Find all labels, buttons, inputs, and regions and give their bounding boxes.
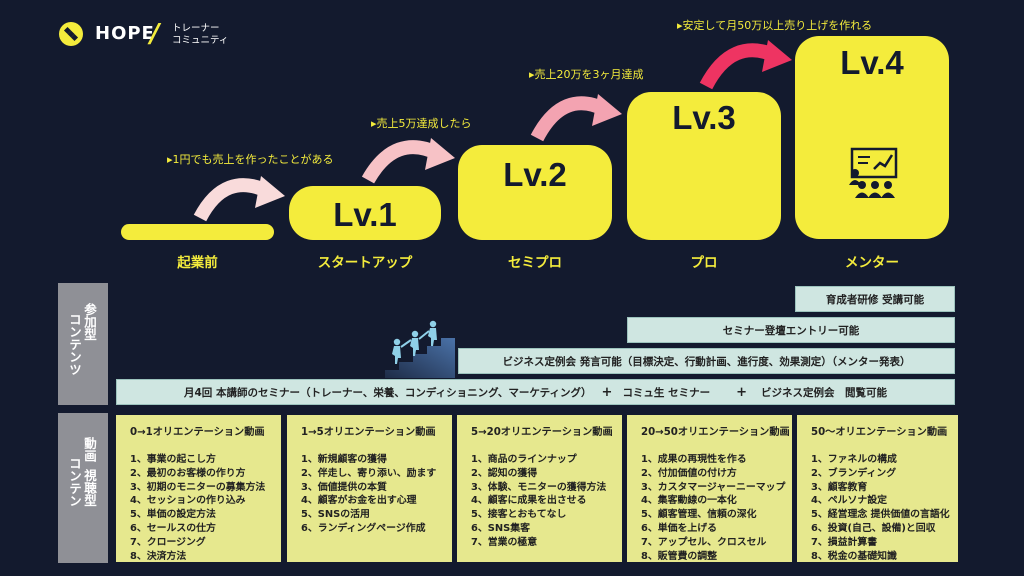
list-item: 3、初期のモニターの募集方法 [130,481,266,493]
list-item: 4、顧客に成果を出させる [471,495,587,507]
level-4-label: Lv.4 [840,44,904,81]
list-item: 8、販管費の調整 [641,550,717,562]
arrow-head-3 [592,94,622,126]
list-item: 7、営業の極意 [471,536,538,548]
list-item: 3、顧客教育 [811,481,868,493]
list-item: 7、クロージング [130,536,206,548]
stage-label-startup: スタートアップ [317,255,413,271]
list-item: 4、顧客がお金を出す心理 [301,495,417,507]
level-1-box: Lv.1 [289,186,441,240]
milestone-lv1: ▸1円でも売上を作ったことがある [167,153,334,166]
milestone-lv4: ▸安定して月50万以上売り上げを作れる [677,19,873,32]
list-item: 7、アップセル、クロスセル [641,536,767,548]
milestone-lv3: ▸売上20万を3ヶ月達成 [529,68,644,81]
participation-bar-trainer-training: 育成者研修 受講可能 [795,286,955,312]
presentation-audience-icon [849,147,898,198]
video-title: 50〜オリエンテーション動画 [811,427,948,438]
video-box-1-5: 1→5オリエンテーション動画 1、新規顧客の獲得 2、伴走し、寄り添い、励ます 3、… [287,415,452,562]
video-box-5-20: 5→20オリエンテーション動画 1、商品のラインナップ 2、認知の獲得 3、体験、モ… [457,415,622,562]
participation-bar-seminar-entry: セミナー登壇エントリー可能 [627,317,955,343]
list-item: 4、集客動線の一本化 [641,495,737,507]
list-item: 6、セールスの仕方 [130,522,216,534]
pre-startup-bar [121,224,274,240]
stage-label-semipro: セミプロ [508,255,562,271]
list-item: 2、伴走し、寄り添い、励ます [301,467,437,479]
stage-label-pre: 起業前 [177,255,218,271]
brand-slash: / [150,19,160,49]
climbing-people-icon [385,320,455,378]
list-item: 6、SNS集客 [471,522,530,534]
list-item: 3、体験、モニターの獲得方法 [471,481,607,493]
list-item: 5、単価の設定方法 [130,509,216,521]
video-title: 5→20オリエンテーション動画 [471,427,613,438]
milestone-lv2: ▸売上5万達成したら [371,117,472,130]
level-2-box: Lv.2 [458,145,612,240]
list-item: 8、決済方法 [130,550,187,562]
list-item: 3、カスタマージャーニーマップ [641,481,786,493]
brand-subtitle: トレーナー コミュニティ [172,23,229,46]
list-item: 2、ブランディング [811,467,897,479]
list-item: 6、ランディングページ作成 [301,522,426,534]
list-item: 1、新規顧客の獲得 [301,454,387,465]
list-item: 1、商品のラインナップ [471,454,577,465]
arrow-head-4 [762,40,792,72]
video-box-20-50: 20→50オリエンテーション動画 1、成果の再現性を作る 2、付加価値の付け方 3、… [627,415,792,562]
list-item: 5、顧客管理、信頼の深化 [641,509,757,521]
arrow-head-1 [255,176,285,208]
video-box-0-1: 0→1オリエンテーション動画 1、事業の起こし方 2、最初のお客様の作り方 3、初期… [116,415,281,562]
list-item: 5、接客とおもてなし [471,509,567,521]
list-item: 1、成果の再現性を作る [641,454,747,465]
logo-icon [59,22,83,46]
list-item: 2、付加価値の付け方 [641,467,737,479]
list-item: 6、投資(自己、設備)と回収 [811,522,936,534]
level-3-box: Lv.3 [627,92,781,240]
list-item: 1、事業の起こし方 [130,454,216,465]
list-item: 1、ファネルの構成 [811,454,897,465]
video-section-label: 動画 視聴型 コンテン [58,413,108,563]
list-item: 3、価値提供の本質 [301,481,387,493]
arrow-head-2 [425,138,455,170]
video-title: 20→50オリエンテーション動画 [641,427,790,438]
progress-arrows [193,40,792,222]
list-item: 2、認知の獲得 [471,467,538,479]
participation-bar-business-meeting: ビジネス定例会 発言可能（目標決定、行動計画、進行度、効果測定）（メンター発表） [458,348,955,374]
stage-label-pro: プロ [690,255,718,271]
list-item: 5、経営理念 提供価値の言語化 [811,509,950,521]
list-item: 4、ペルソナ設定 [811,495,887,507]
participation-bar-monthly-seminar: 月4回 本講師のセミナー（トレーナー、栄養、コンディショニング、マーケティング）… [116,379,955,405]
brand-name: HOPE [95,23,155,44]
list-item: 2、最初のお客様の作り方 [130,467,246,479]
list-item: 6、単価を上げる [641,522,717,534]
video-title: 1→5オリエンテーション動画 [301,427,436,438]
list-item: 7、損益計算書 [811,536,878,548]
level-4-box: Lv.4 [795,36,949,239]
list-item: 4、セッションの作り込み [130,495,246,507]
stage-label-mentor: メンター [845,255,899,271]
video-title: 0→1オリエンテーション動画 [130,427,265,438]
list-item: 5、SNSの活用 [301,509,370,521]
participation-section-label: 参加型 コンテンツ [58,283,108,405]
list-item: 8、税金の基礎知識 [811,550,897,562]
video-box-50-plus: 50〜オリエンテーション動画 1、ファネルの構成 2、ブランディング 3、顧客教育 4… [797,415,958,562]
